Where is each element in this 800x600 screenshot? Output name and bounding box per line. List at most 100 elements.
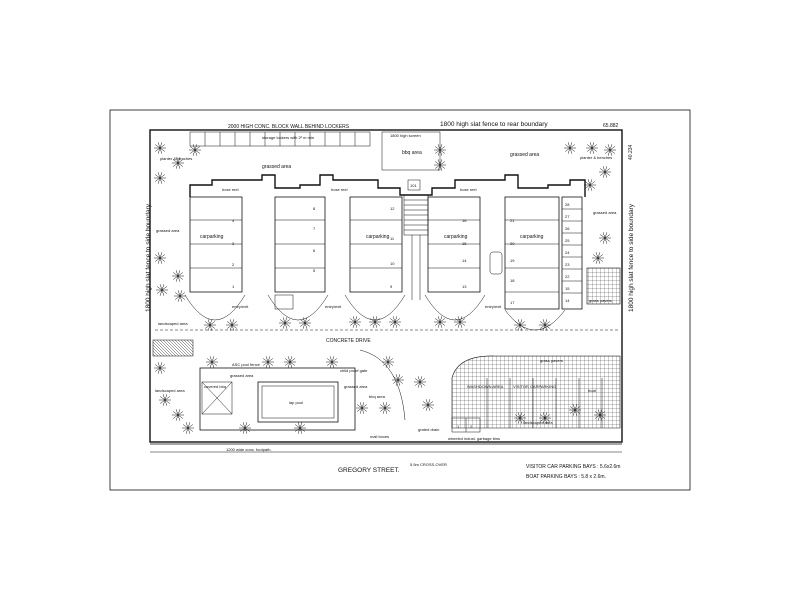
tree-symbol [284,356,296,368]
svg-text:15: 15 [462,241,467,246]
svg-text:21: 21 [510,218,515,223]
entry-arcs [184,294,566,331]
svg-text:carparking: carparking [200,234,224,240]
tree-symbol [569,404,581,416]
footpath-label: 1200 wide conc. footpath. [226,447,272,452]
tree-symbol [156,284,168,296]
screen-1800-label: 1800 high screen [390,133,421,138]
storage-lockers: storage lockers with 2² m min [189,131,371,147]
svg-text:23: 23 [565,262,570,267]
tree-symbol [172,409,184,421]
grass-pavers-right: grass pavers [589,298,612,303]
tree-symbol [379,402,391,414]
tree-symbol [189,144,201,156]
tree-symbol [154,252,166,264]
tree-symbol [422,399,434,411]
bbq-area-label: bbq area [369,394,386,399]
svg-text:WASHDOWN AREA: WASHDOWN AREA [467,384,504,389]
right-boat-strip [586,267,621,305]
tree-symbol [349,316,361,328]
landscaped-area-top: landscaped area [158,321,188,326]
svg-text:20: 20 [510,241,515,246]
entry-exit-1: entry/exit [232,304,249,309]
tree-symbol [434,159,446,171]
letterbox-101-label: 101 [410,183,417,188]
drive-curve [359,349,406,421]
svg-text:22: 22 [565,274,570,279]
tree-symbol [206,356,218,368]
carpark-block-4: carparking 16 15 14 13 [427,196,481,293]
svg-text:24: 24 [565,250,570,255]
grassed-area-top-right: grassed area [510,152,539,158]
tree-symbol [262,356,274,368]
grassed-area-right: grassed area [593,210,617,215]
tree-symbol [389,316,401,328]
grated-drain-label: grated drain [418,427,439,432]
side-dim-label: 40.234 [628,144,634,160]
svg-text:1: 1 [457,424,460,429]
svg-text:grass pavers: grass pavers [540,358,563,363]
svg-text:15: 15 [565,286,570,291]
hose-reel-1: hose reel [222,187,239,192]
svg-text:18: 18 [510,278,515,283]
svg-text:13: 13 [462,284,467,289]
tree-symbol [174,290,186,302]
boat-bays-note: BOAT PARKING BAYS : 5.8 x 2.6m. [526,474,606,480]
landscape-trees [154,142,616,434]
tree-symbol [172,270,184,282]
tree-symbol [514,319,526,331]
grassed-area-top-left: grassed area [262,164,291,170]
svg-text:storage lockers with 2² m min: storage lockers with 2² m min [262,135,314,140]
grassed-area-mid: grassed area [344,384,368,389]
svg-text:grassed area: grassed area [230,373,254,378]
svg-text:14: 14 [462,258,467,263]
rear-fence-label: 1800 high slat fence to rear boundary [440,121,548,128]
bbq-area-top-label: bbq area [402,150,422,156]
tree-symbol [204,319,216,331]
svg-text:5: 5 [313,268,316,273]
tree-symbol [584,179,596,191]
tree-symbol [172,157,184,169]
right-fence-label: 1800 high slat fence to side boundary [628,203,635,312]
site-boundary [149,129,623,443]
planter-benches-left: planter & benches [160,156,192,161]
tree-symbol [586,142,598,154]
right-bay-strip: 28 27 26 25 24 23 22 15 14 [561,196,583,310]
svg-text:2: 2 [470,424,473,429]
tree-symbol [564,142,576,154]
tree-symbol [392,374,404,386]
tree-symbol [239,422,251,434]
concrete-drive-label: CONCRETE DRIVE [326,338,371,344]
central-stair [403,194,429,300]
svg-text:wheeled indust. garbage bins: wheeled indust. garbage bins [448,436,500,441]
left-fence-label: 1800 high slat fence to side boundary [145,203,152,312]
tree-symbol [369,316,381,328]
svg-text:14: 14 [565,298,570,303]
tree-symbol [294,422,306,434]
svg-text:8: 8 [313,206,316,211]
svg-text:1: 1 [232,284,235,289]
sheet-border [109,109,691,491]
hose-reel-2: hose reel [331,187,348,192]
tree-symbol [299,317,311,329]
tree-symbol [326,356,338,368]
svg-text:ASC pool fence: ASC pool fence [232,362,261,367]
tree-symbol [154,362,166,374]
top-bbq-enclosure [381,131,441,171]
svg-text:25: 25 [565,238,570,243]
visitor-carparking: VISITOR CARPARKING WASHDOWN AREA grass p… [451,355,621,429]
child-gate-label: child proof gate [340,368,368,373]
tree-symbol [594,409,606,421]
svg-text:4: 4 [232,218,235,223]
svg-text:17: 17 [510,300,515,305]
svg-text:carparking: carparking [444,234,468,240]
svg-text:7: 7 [313,226,316,231]
svg-text:28: 28 [565,202,570,207]
parked-car [489,251,503,275]
tree-symbol [414,376,426,388]
carpark-block-3: carparking 12 11 10 9 [349,196,403,293]
svg-text:carparking: carparking [520,234,544,240]
mail-boxes-label: mail boxes [370,434,389,439]
rear-dim-label: 65.882 [603,123,619,129]
